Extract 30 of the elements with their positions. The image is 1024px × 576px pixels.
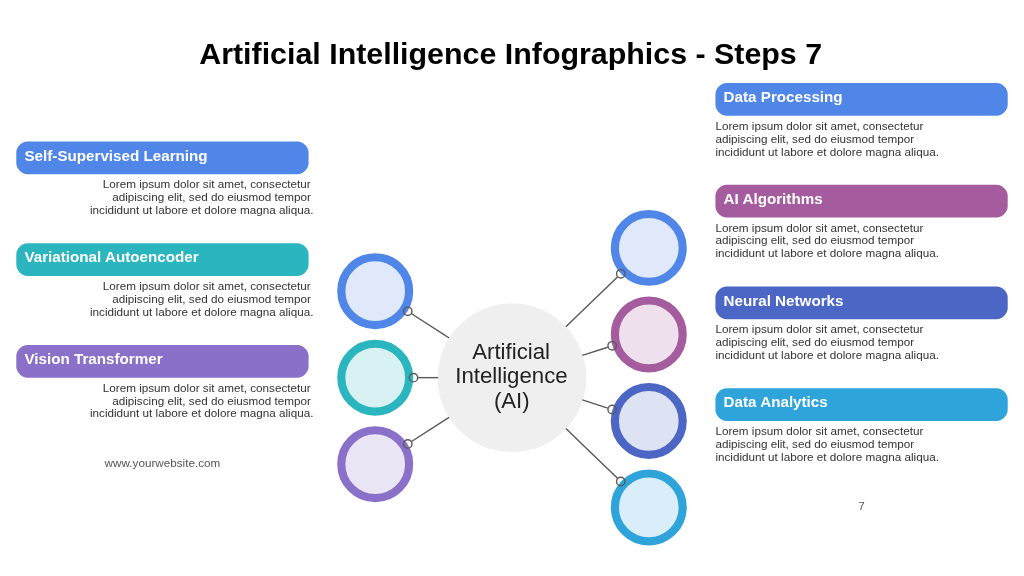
connector: [402, 305, 450, 339]
node-box: Data Processing: [715, 82, 1008, 116]
node-box: Self-Supervised Learning: [16, 141, 309, 174]
connector: [565, 268, 626, 327]
node-label: Lorem ipsum dolor sit amet, consectetur adipiscing elit, sed do eiusmod tempor incididunt ut labore et dolore magna aliqua.: [89, 176, 314, 216]
label: www.yourwebsite.com: [104, 455, 221, 469]
node-label: Lorem ipsum dolor sit amet, consectetur adipiscing elit, sed do eiusmod tempor incididunt ut labore et dolore magna aliqua.: [715, 321, 939, 361]
connector: [565, 427, 626, 486]
connector: [402, 416, 450, 449]
node-label: Lorem ipsum dolor sit amet, consectetur adipiscing elit, sed do eiusmod tempor incididunt ut labore et dolore magna aliqua.: [89, 278, 314, 318]
node-circle: [610, 382, 687, 459]
connector: [408, 372, 439, 383]
connector: [581, 340, 618, 356]
connector: [581, 398, 618, 414]
label: 7: [858, 498, 865, 512]
node-box: Data Analytics: [715, 387, 1008, 421]
diagram-title: Artificial Intelligence Infographics - Steps 7: [199, 35, 823, 69]
node-circle: [610, 209, 687, 286]
node-label: Lorem ipsum dolor sit amet, consectetur adipiscing elit, sed do eiusmod tempor incididunt ut labore et dolore magna aliqua.: [715, 118, 939, 158]
node-box: AI Algorithms: [715, 184, 1008, 217]
node-box: Neural Networks: [715, 285, 1008, 319]
node-label: Lorem ipsum dolor sit amet, consectetur adipiscing elit, sed do eiusmod tempor incididunt ut labore et dolore magna aliqua.: [89, 380, 314, 419]
node-circle: [337, 339, 414, 416]
node-circle: [610, 468, 687, 545]
node-circle: [610, 295, 687, 372]
node-label: Lorem ipsum dolor sit amet, consectetur adipiscing elit, sed do eiusmod tempor incididunt ut labore et dolore magna aliqua.: [715, 423, 939, 463]
node-box: Vision Transformer: [16, 344, 309, 378]
node-circle: Artificial Intelligence (AI): [437, 302, 587, 452]
node-box: Variational Autoencoder: [16, 242, 309, 276]
node-label: Lorem ipsum dolor sit amet, consectetur adipiscing elit, sed do eiusmod tempor incididunt ut labore et dolore magna aliqua.: [715, 220, 939, 259]
